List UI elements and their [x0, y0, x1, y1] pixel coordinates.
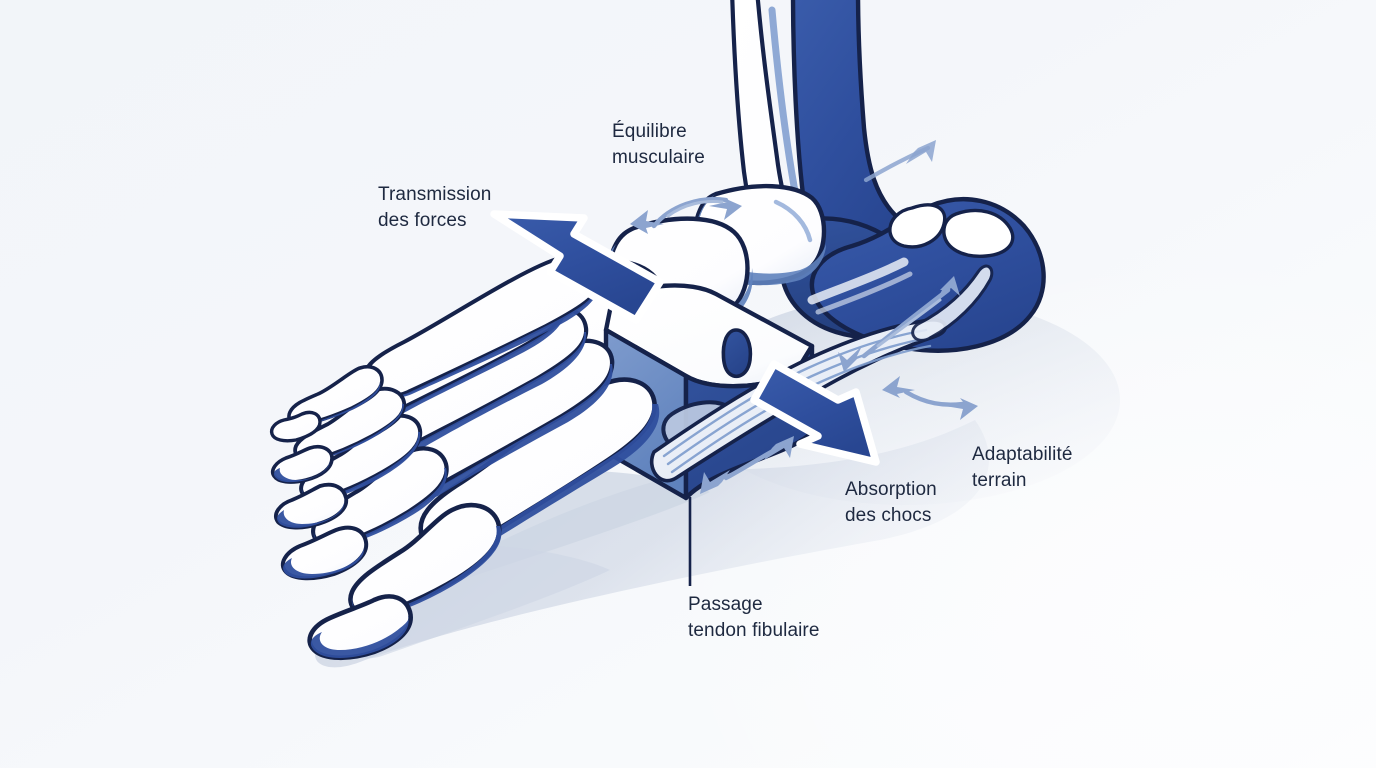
label-transmission-des-forces: Transmission des forces — [378, 184, 492, 231]
motion-arrows — [630, 140, 978, 494]
label-passage-tendon-fibulaire: Passage tendon fibulaire — [688, 594, 820, 641]
motion-midfoot — [700, 436, 794, 494]
motion-ground — [882, 376, 978, 420]
label-absorption-des-chocs: Absorption des chocs — [845, 479, 937, 526]
arrow-absorption — [750, 360, 880, 466]
motion-subtalar — [863, 140, 936, 183]
motion-calcaneus — [838, 276, 960, 372]
calcaneus — [807, 197, 1046, 353]
label-adaptabilite-terrain: Adaptabilité terrain — [972, 444, 1073, 491]
label-equilibre-musculaire: Équilibre musculaire — [612, 121, 705, 168]
calcaneus-highlight-upper — [942, 208, 1015, 258]
phalanges — [269, 364, 502, 661]
arrow-transmission — [490, 210, 664, 324]
phalanx-5-distal — [269, 410, 322, 443]
calcaneus-highlight-lower — [888, 203, 947, 249]
toe-shadow-2 — [355, 545, 610, 659]
subtalar-groove — [807, 257, 909, 305]
cuboid-notch — [721, 328, 753, 379]
motion-dorsum — [630, 197, 742, 234]
